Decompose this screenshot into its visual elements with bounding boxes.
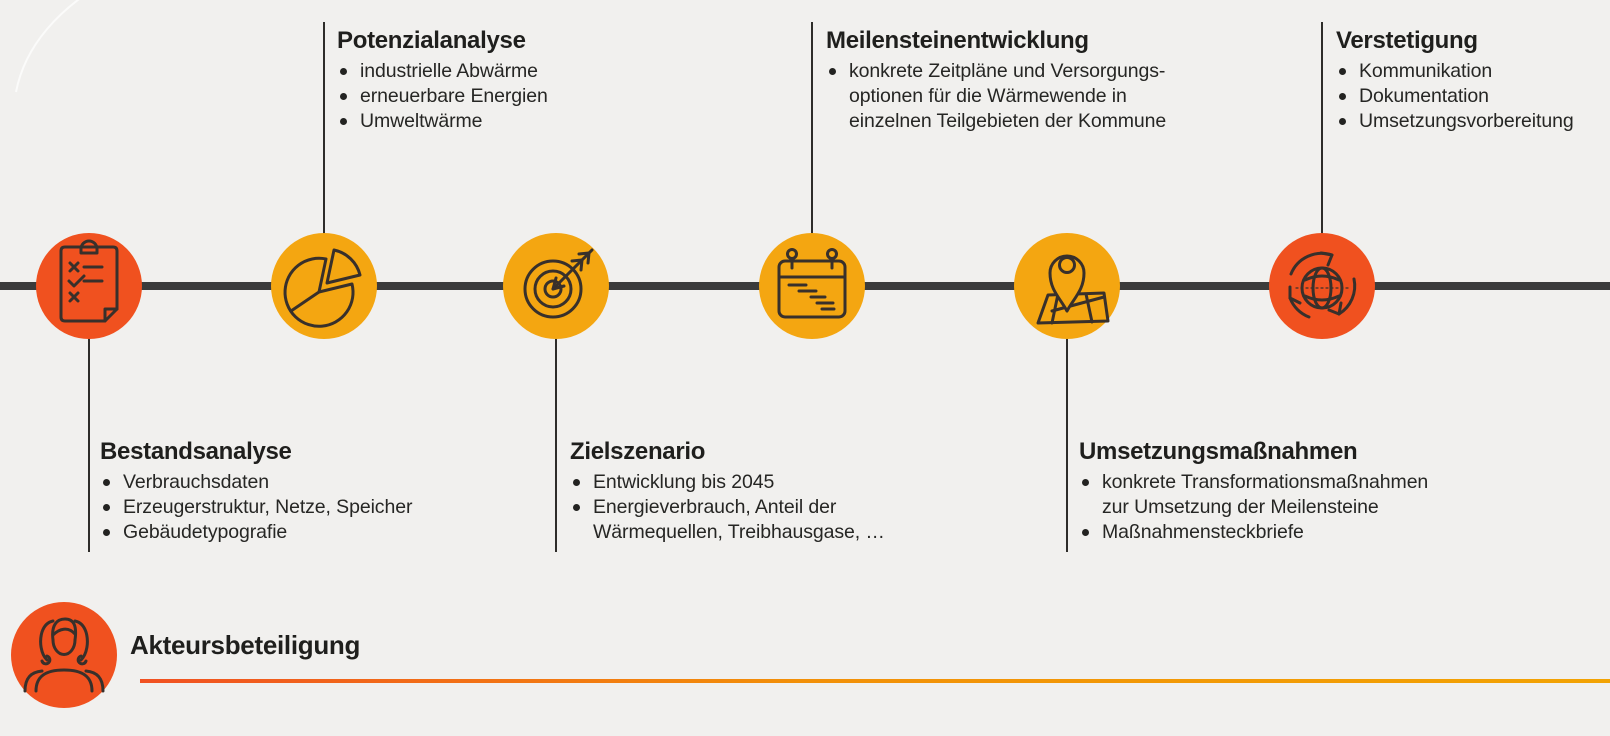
target-arrow-icon <box>503 233 609 339</box>
connector-line-bestandsanalyse <box>88 338 90 552</box>
phase-title: Verstetigung <box>1336 27 1478 54</box>
phase-bullet-list: Kommunikation Dokumentation Umsetzungsvo… <box>1336 59 1610 134</box>
phase-title: Meilensteinentwicklung <box>826 27 1089 54</box>
phase-bullet-list: konkrete Zeitpläne und Versorgungs- opti… <box>826 59 1216 134</box>
pie-chart-icon <box>271 233 377 339</box>
connector-line-zielszenario <box>555 338 557 552</box>
bullet-item: Energieverbrauch, Anteil der Wärmequelle… <box>570 495 960 545</box>
connector-line-umsetzungsmassnahmen <box>1066 338 1068 552</box>
bullet-item: Umweltwärme <box>337 109 727 134</box>
bullet-item: Umsetzungsvorbereitung <box>1336 109 1610 134</box>
phase-circle-meilensteinentwicklung <box>759 233 865 339</box>
phase-circle-umsetzungsmassnahmen <box>1014 233 1120 339</box>
connector-line-verstetigung <box>1321 22 1323 234</box>
phase-bullet-list: konkrete Transformationsmaßnahmen zur Um… <box>1079 470 1469 545</box>
phase-circle-zielszenario <box>503 233 609 339</box>
bullet-item: Erzeugerstruktur, Netze, Speicher <box>100 495 490 520</box>
phase-label-zielszenario: Zielszenario Entwicklung bis 2045 Energi… <box>570 438 960 545</box>
phase-circle-potenzialanalyse <box>271 233 377 339</box>
bullet-item: Maßnahmensteckbriefe <box>1079 520 1469 545</box>
calendar-schedule-icon <box>759 233 865 339</box>
footer-gradient-line <box>140 679 1610 683</box>
phase-bullet-list: Verbrauchsdaten Erzeugerstruktur, Netze,… <box>100 470 490 545</box>
phase-bullet-list: industrielle Abwärme erneuerbare Energie… <box>337 59 727 134</box>
phase-label-umsetzungsmassnahmen: Umsetzungsmaßnahmen konkrete Transformat… <box>1079 438 1469 545</box>
phase-label-verstetigung: Verstetigung Kommunikation Dokumentation… <box>1336 27 1610 134</box>
footer-circle-akteursbeteiligung <box>11 602 117 708</box>
map-pin-icon <box>1014 233 1120 339</box>
phase-circle-bestandsanalyse <box>36 233 142 339</box>
phase-label-bestandsanalyse: Bestandsanalyse Verbrauchsdaten Erzeuger… <box>100 438 490 545</box>
phase-title: Bestandsanalyse <box>100 438 292 465</box>
bullet-item: Gebäudetypografie <box>100 520 490 545</box>
phase-title: Potenzialanalyse <box>337 27 526 54</box>
people-icon <box>11 602 117 708</box>
clipboard-checklist-icon <box>36 233 142 339</box>
bullet-item: Dokumentation <box>1336 84 1610 109</box>
phase-label-meilensteinentwicklung: Meilensteinentwicklung konkrete Zeitplän… <box>826 27 1216 134</box>
connector-line-potenzialanalyse <box>323 22 325 234</box>
phase-title: Umsetzungsmaßnahmen <box>1079 438 1358 465</box>
connector-line-meilensteinentwicklung <box>811 22 813 234</box>
bullet-item: konkrete Zeitpläne und Versorgungs- opti… <box>826 59 1216 134</box>
bullet-item: industrielle Abwärme <box>337 59 727 84</box>
globe-cycle-icon <box>1269 233 1375 339</box>
bullet-item: Entwicklung bis 2045 <box>570 470 960 495</box>
phase-circle-verstetigung <box>1269 233 1375 339</box>
phase-title: Zielszenario <box>570 438 706 465</box>
corner-swoosh-decoration <box>0 0 170 130</box>
bullet-item: Kommunikation <box>1336 59 1610 84</box>
bullet-item: Verbrauchsdaten <box>100 470 490 495</box>
phase-bullet-list: Entwicklung bis 2045 Energieverbrauch, A… <box>570 470 960 545</box>
bullet-item: erneuerbare Energien <box>337 84 727 109</box>
footer-label-akteursbeteiligung: Akteursbeteiligung <box>130 630 361 660</box>
phase-label-potenzialanalyse: Potenzialanalyse industrielle Abwärme er… <box>337 27 727 134</box>
bullet-item: konkrete Transformationsmaßnahmen zur Um… <box>1079 470 1469 520</box>
